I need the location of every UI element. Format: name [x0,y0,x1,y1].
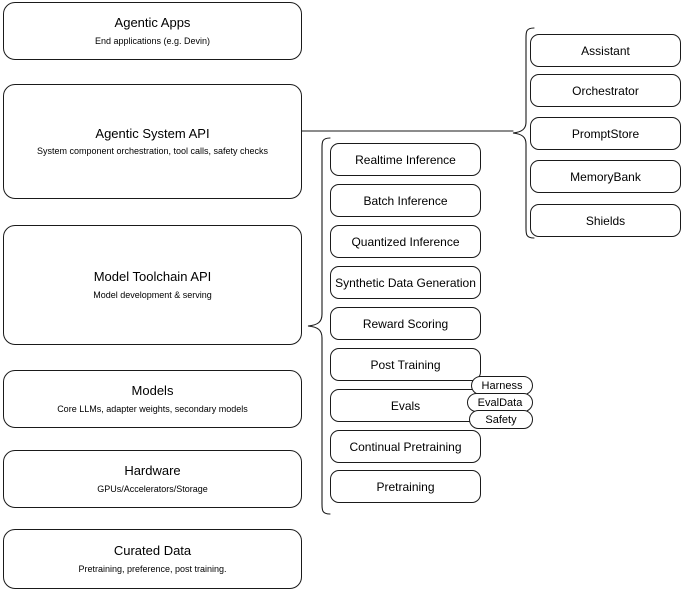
connector-system-api-to-components [301,124,517,140]
system-component-orchestrator[interactable]: Orchestrator [530,74,681,107]
layer-subtitle: GPUs/Accelerators/Storage [97,483,208,494]
system-component-memorybank[interactable]: MemoryBank [530,160,681,193]
toolchain-component-quantized-inference[interactable]: Quantized Inference [330,225,481,258]
layer-title: Model Toolchain API [93,269,212,285]
toolchain-component-realtime-inference[interactable]: Realtime Inference [330,143,481,176]
layer-subtitle: System component orchestration, tool cal… [36,146,269,156]
system-component-promptstore[interactable]: PromptStore [530,117,681,150]
system-component-shields[interactable]: Shields [530,204,681,237]
layer-title: Hardware [124,463,181,479]
layer-subtitle: Core LLMs, adapter weights, secondary mo… [57,403,248,414]
layer-subtitle: Pretraining, preference, post training. [78,563,227,574]
system-component-assistant[interactable]: Assistant [530,34,681,67]
layer-subtitle: End applications (e.g. Devin) [94,35,211,46]
eval-badge-safety[interactable]: Safety [469,410,533,429]
layer-title: Agentic Apps [114,15,191,31]
layer-subtitle: Model development & serving [93,289,212,300]
layer-box-hardware[interactable]: Hardware GPUs/Accelerators/Storage [3,450,302,508]
layer-box-curated-data[interactable]: Curated Data Pretraining, preference, po… [3,529,302,589]
layer-box-model-toolchain-api[interactable]: Model Toolchain API Model development & … [3,225,302,345]
layer-title: Agentic System API [95,125,210,141]
layer-title: Models [131,383,174,399]
toolchain-component-pretraining[interactable]: Pretraining [330,470,481,503]
layer-box-agentic-apps[interactable]: Agentic Apps End applications (e.g. Devi… [3,2,302,60]
toolchain-component-reward-scoring[interactable]: Reward Scoring [330,307,481,340]
layer-box-models[interactable]: Models Core LLMs, adapter weights, secon… [3,370,302,428]
toolchain-component-evals[interactable]: Evals [330,389,481,422]
layer-box-agentic-system-api[interactable]: Agentic System API System component orch… [3,84,302,199]
toolchain-component-synthetic-data-generation[interactable]: Synthetic Data Generation [330,266,481,299]
eval-badge-evaldata[interactable]: EvalData [467,393,533,412]
layer-title: Curated Data [113,543,192,559]
toolchain-component-continual-pretraining[interactable]: Continual Pretraining [330,430,481,463]
toolchain-component-batch-inference[interactable]: Batch Inference [330,184,481,217]
toolchain-component-post-training[interactable]: Post Training [330,348,481,381]
